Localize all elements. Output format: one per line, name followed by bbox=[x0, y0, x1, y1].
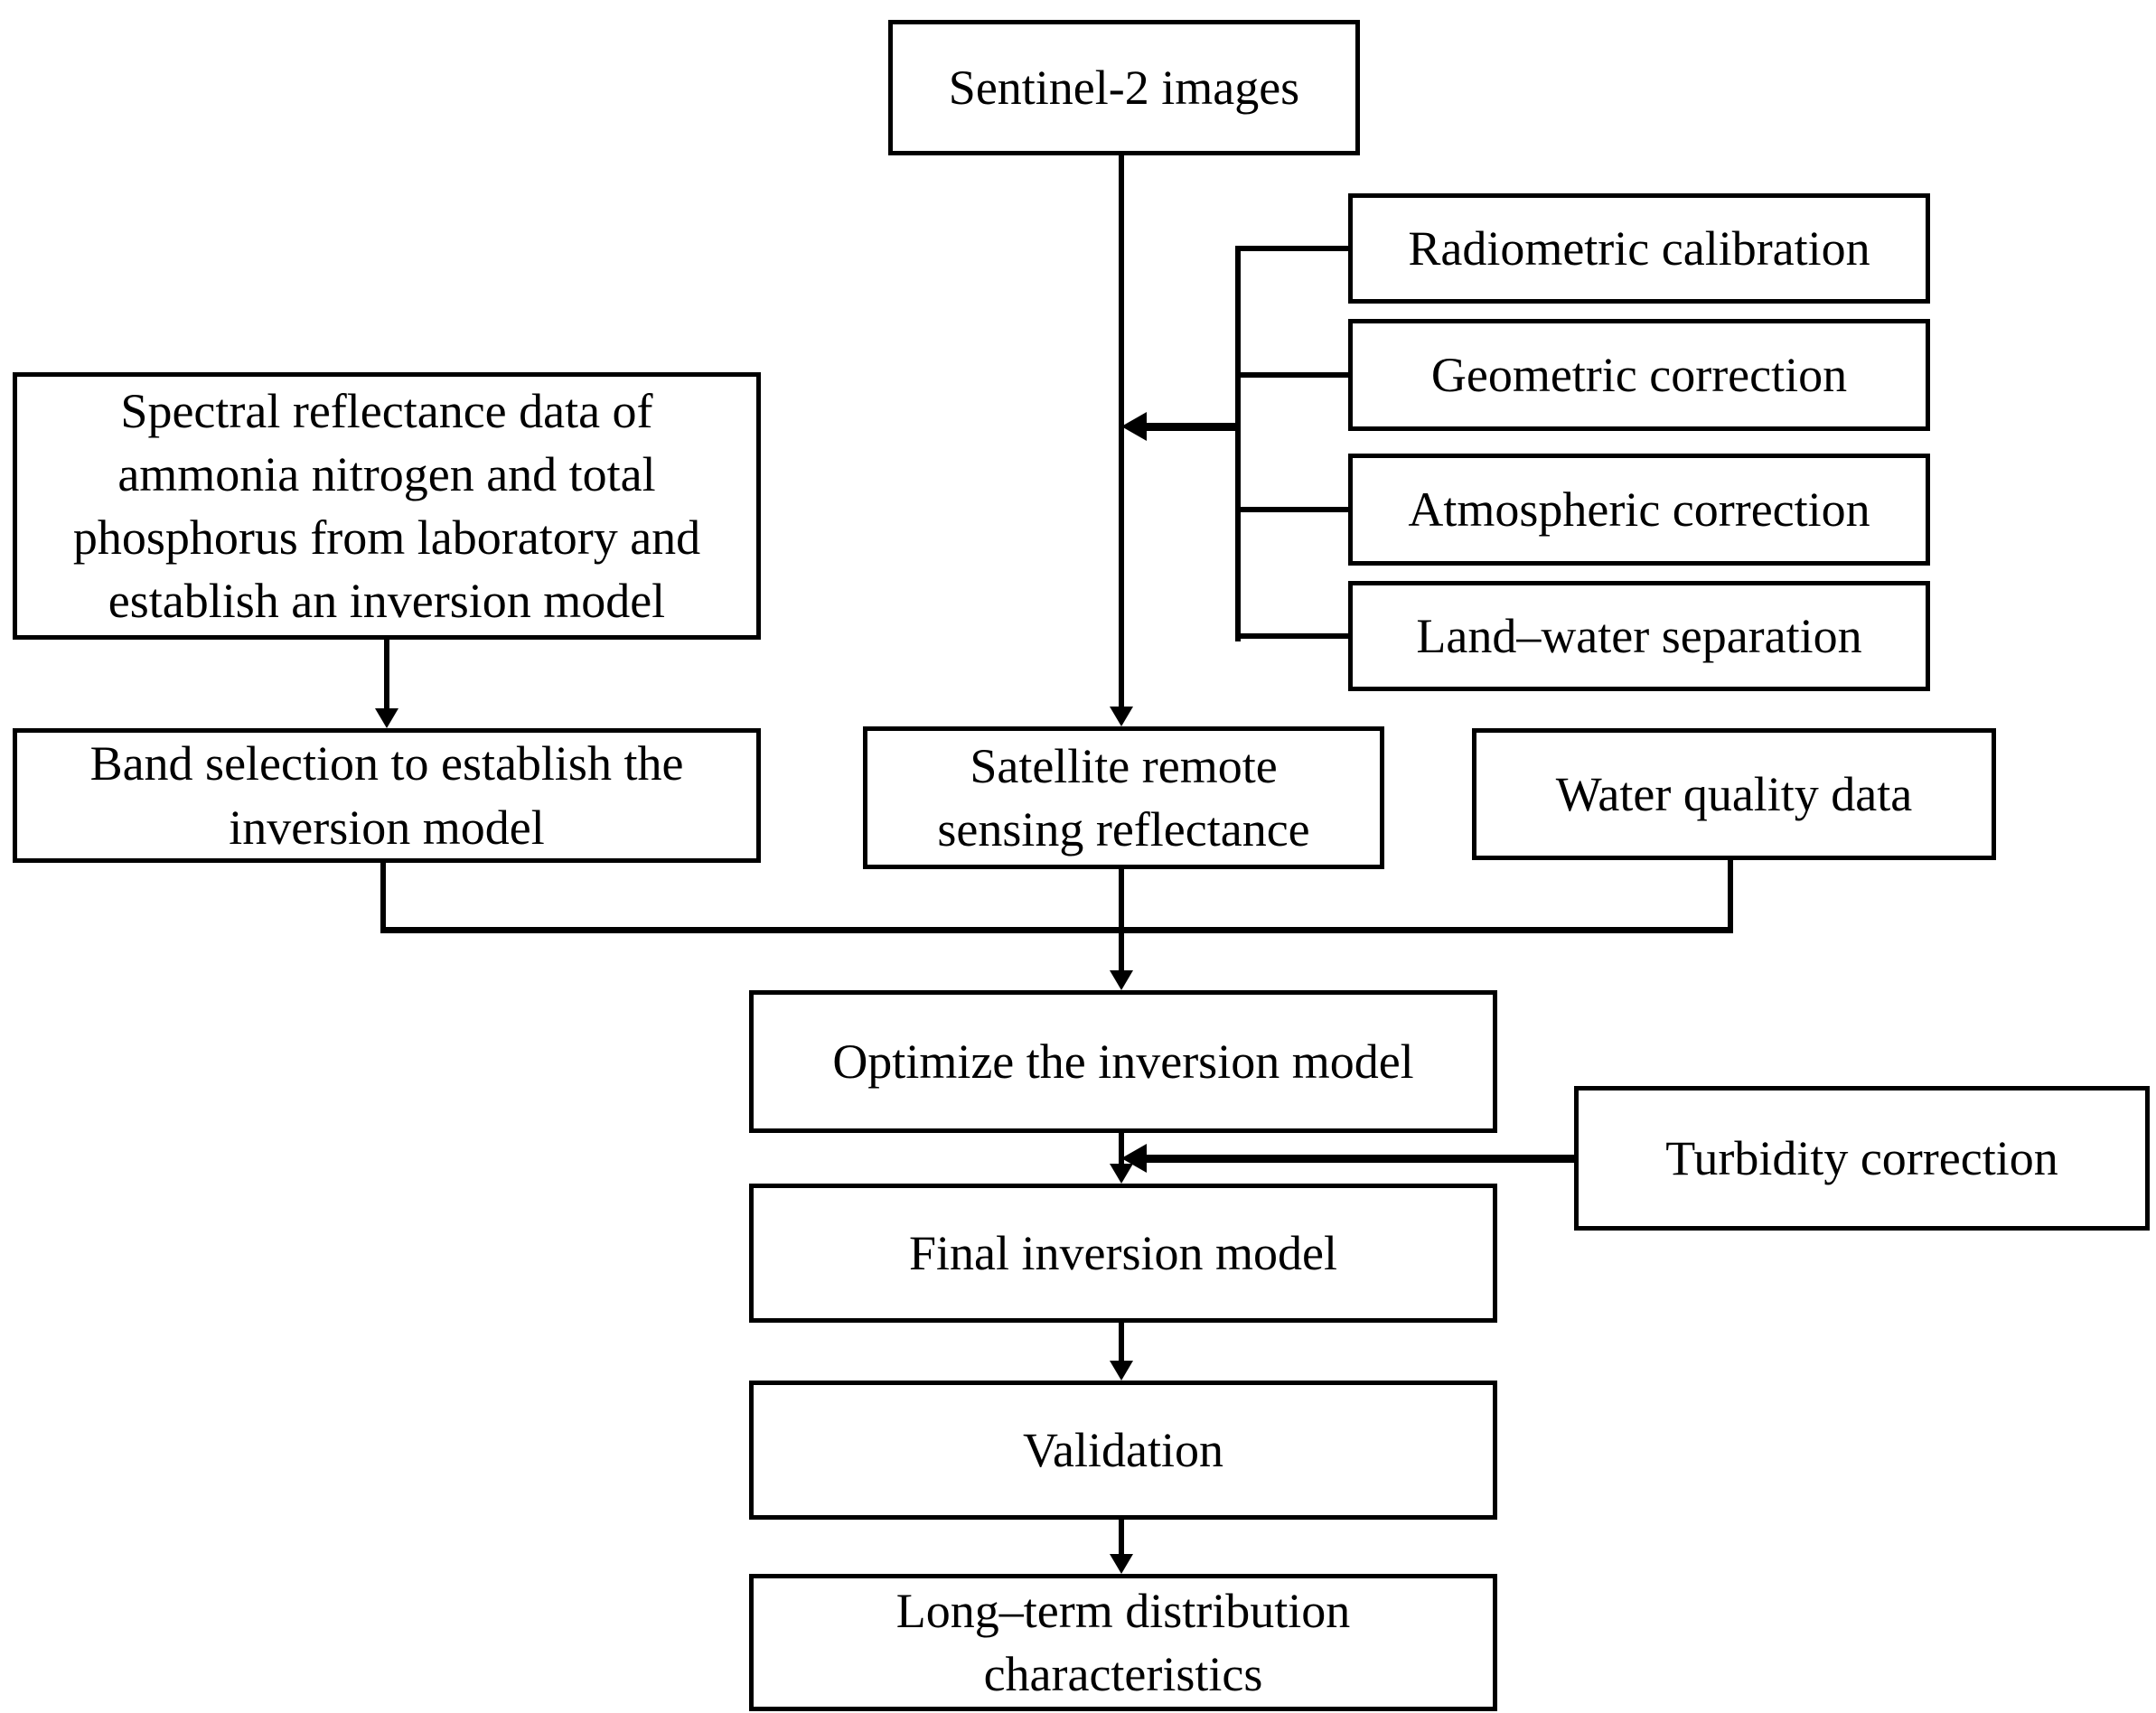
node-land-water-separation: Land–water separation bbox=[1348, 581, 1930, 691]
edge-waterquality-down-line bbox=[1728, 860, 1733, 929]
node-long-term-distribution-label: Long–term distribution characteristics bbox=[895, 1583, 1351, 1701]
node-geometric-correction-label: Geometric correction bbox=[1430, 347, 1848, 402]
node-final-model-label: Final inversion model bbox=[909, 1225, 1337, 1280]
stub-geometric-line bbox=[1235, 372, 1351, 378]
stub-radiometric-line bbox=[1235, 246, 1351, 251]
edge-turbidity-to-flow-line bbox=[1143, 1155, 1574, 1163]
edge-spectral-to-bandselection-line bbox=[384, 640, 389, 708]
stub-land-water-line bbox=[1235, 633, 1351, 639]
node-land-water-separation-label: Land–water separation bbox=[1416, 608, 1862, 663]
node-final-model: Final inversion model bbox=[749, 1184, 1497, 1323]
edge-validation-to-longterm-line bbox=[1119, 1520, 1124, 1554]
node-satellite-reflectance-label: Satellite remote sensing reflectance bbox=[937, 738, 1310, 856]
node-geometric-correction: Geometric correction bbox=[1348, 319, 1930, 431]
node-optimize-model-label: Optimize the inversion model bbox=[832, 1034, 1414, 1089]
edge-final-to-validation-line bbox=[1119, 1323, 1124, 1361]
merge-horizontal-line bbox=[380, 927, 1733, 933]
edge-preprocessing-to-flow-line bbox=[1143, 423, 1238, 431]
node-long-term-distribution: Long–term distribution characteristics bbox=[749, 1574, 1497, 1711]
node-optimize-model: Optimize the inversion model bbox=[749, 990, 1497, 1133]
edge-bandselection-down-line bbox=[380, 863, 386, 929]
node-band-selection: Band selection to establish the inversio… bbox=[13, 728, 761, 863]
node-spectral-reflectance-lab-label: Spectral reflectance data of ammonia nit… bbox=[72, 383, 701, 629]
node-sentinel-images: Sentinel-2 images bbox=[888, 20, 1360, 155]
node-satellite-reflectance: Satellite remote sensing reflectance bbox=[863, 726, 1384, 869]
node-band-selection-label: Band selection to establish the inversio… bbox=[89, 736, 684, 855]
node-validation: Validation bbox=[749, 1381, 1497, 1520]
node-spectral-reflectance-lab: Spectral reflectance data of ammonia nit… bbox=[13, 372, 761, 640]
node-sentinel-images-label: Sentinel-2 images bbox=[948, 60, 1300, 115]
stub-atmospheric-line bbox=[1235, 507, 1351, 512]
node-water-quality-data: Water quality data bbox=[1472, 728, 1996, 860]
edge-preprocessing-to-flow-arrowhead bbox=[1121, 412, 1147, 441]
node-radiometric-calibration-label: Radiometric calibration bbox=[1408, 220, 1870, 276]
node-turbidity-correction-label: Turbidity correction bbox=[1665, 1130, 2058, 1185]
node-atmospheric-correction-label: Atmospheric correction bbox=[1408, 482, 1870, 537]
edge-turbidity-to-flow-arrowhead bbox=[1121, 1144, 1147, 1173]
edge-merge-to-optimize-arrowhead bbox=[1110, 970, 1133, 990]
node-turbidity-correction: Turbidity correction bbox=[1574, 1086, 2150, 1231]
node-radiometric-calibration: Radiometric calibration bbox=[1348, 193, 1930, 304]
node-water-quality-data-label: Water quality data bbox=[1555, 766, 1913, 821]
edge-spectral-to-bandselection-arrowhead bbox=[375, 708, 398, 728]
node-validation-label: Validation bbox=[1023, 1422, 1223, 1477]
edge-final-to-validation-arrowhead bbox=[1110, 1361, 1133, 1381]
node-atmospheric-correction: Atmospheric correction bbox=[1348, 454, 1930, 566]
edge-merge-to-optimize-line bbox=[1119, 869, 1124, 970]
edge-validation-to-longterm-arrowhead bbox=[1110, 1554, 1133, 1574]
preprocessing-spine-line bbox=[1235, 246, 1241, 641]
edge-sentinel-to-satellite-arrowhead bbox=[1110, 707, 1133, 726]
